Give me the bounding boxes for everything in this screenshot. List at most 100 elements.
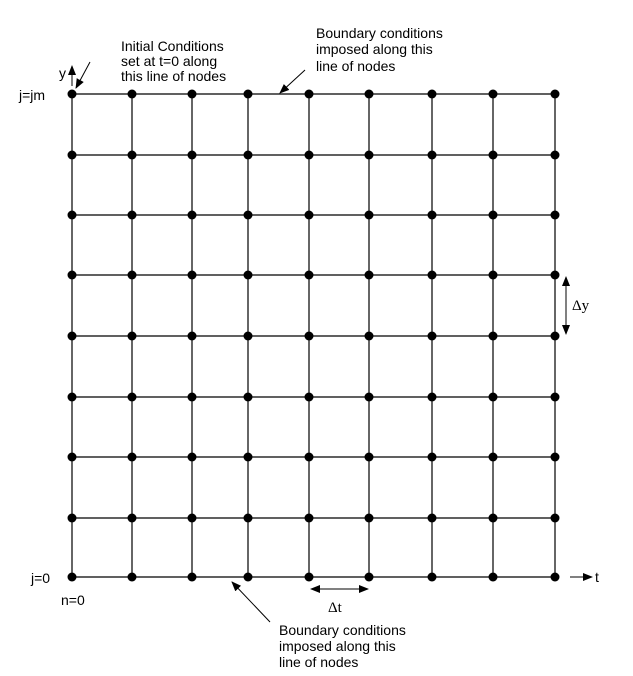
grid-node [304, 150, 314, 160]
grid-node [127, 452, 137, 462]
grid-node [427, 452, 437, 462]
boundary-top-line-3: line of nodes [316, 58, 395, 74]
grid-node [127, 89, 137, 99]
grid-node [67, 392, 77, 402]
grid-node [427, 210, 437, 220]
grid-node [427, 270, 437, 280]
grid-node [550, 270, 560, 280]
delta-y-label: Δy [572, 298, 590, 314]
n-start-label: n=0 [61, 592, 85, 608]
grid-node [427, 392, 437, 402]
grid-node [488, 89, 498, 99]
grid-node [67, 572, 77, 582]
grid-node [427, 572, 437, 582]
grid-node [127, 513, 137, 523]
grid-node [187, 513, 197, 523]
grid-node [304, 89, 314, 99]
grid-node [550, 452, 560, 462]
grid-node [550, 210, 560, 220]
j-bottom-label: j=0 [30, 570, 50, 586]
y-axis-label: y [59, 65, 66, 81]
grid-node [427, 331, 437, 341]
j-top-label: j=jm [18, 87, 45, 103]
grid-node [187, 150, 197, 160]
grid-node [243, 572, 253, 582]
grid-node [187, 89, 197, 99]
boundary-bottom-arrow [231, 581, 271, 623]
initial-conditions-arrow [75, 61, 91, 89]
grid-node [364, 513, 374, 523]
grid-node [127, 210, 137, 220]
t-axis-label: t [595, 569, 599, 585]
grid-node [488, 513, 498, 523]
grid-node [304, 331, 314, 341]
grid-node [127, 331, 137, 341]
grid-node [550, 331, 560, 341]
grid-node [550, 392, 560, 402]
grid-node [243, 270, 253, 280]
grid-node [488, 150, 498, 160]
grid-node [67, 210, 77, 220]
grid-node [364, 392, 374, 402]
grid-nodes [67, 89, 560, 582]
grid-node [550, 572, 560, 582]
grid-node [488, 452, 498, 462]
grid-node [304, 270, 314, 280]
initial-conditions-line-3: this line of nodes [121, 68, 226, 84]
initial-conditions-line-1: Initial Conditions [121, 38, 224, 54]
grid-node [427, 513, 437, 523]
grid-node [550, 89, 560, 99]
grid-node [304, 452, 314, 462]
grid-node [127, 150, 137, 160]
grid-node [304, 392, 314, 402]
grid-node [187, 452, 197, 462]
grid-node [364, 270, 374, 280]
grid-node [243, 210, 253, 220]
grid-node [67, 150, 77, 160]
grid-node [364, 150, 374, 160]
grid-node [304, 572, 314, 582]
grid-node [67, 331, 77, 341]
grid-node [427, 89, 437, 99]
grid-node [67, 270, 77, 280]
grid-node [304, 513, 314, 523]
boundary-top-arrow [279, 69, 306, 94]
grid-node [304, 210, 314, 220]
grid-node [187, 270, 197, 280]
grid-node [243, 452, 253, 462]
initial-conditions-line-2: set at t=0 along [121, 53, 217, 69]
boundary-top-line-1: Boundary conditions [316, 25, 443, 41]
delta-t-label: Δt [328, 600, 343, 616]
grid-node [243, 392, 253, 402]
grid-node [187, 392, 197, 402]
grid-node [243, 89, 253, 99]
grid-node [364, 89, 374, 99]
grid-node [127, 270, 137, 280]
boundary-top-line-2: imposed along this [316, 41, 433, 57]
grid-node [488, 270, 498, 280]
grid-node [364, 331, 374, 341]
grid-node [243, 150, 253, 160]
grid-node [488, 210, 498, 220]
grid-node [187, 572, 197, 582]
grid-node [127, 392, 137, 402]
grid-node [364, 210, 374, 220]
boundary-bottom-line-2: imposed along this [279, 638, 396, 654]
grid-node [127, 572, 137, 582]
grid-node [488, 572, 498, 582]
grid-node [550, 150, 560, 160]
grid-node [187, 210, 197, 220]
boundary-bottom-line-3: line of nodes [279, 654, 358, 670]
grid-node [243, 331, 253, 341]
initial-conditions-annotation: Initial Conditions set at t=0 along this… [75, 38, 226, 89]
grid-node [488, 331, 498, 341]
grid-node [364, 452, 374, 462]
grid-node [364, 572, 374, 582]
boundary-bottom-annotation: Boundary conditions imposed along this l… [231, 581, 406, 670]
grid-node [67, 89, 77, 99]
boundary-bottom-line-1: Boundary conditions [279, 622, 406, 638]
grid-node [488, 392, 498, 402]
grid-lines [71, 93, 556, 578]
grid-node [243, 513, 253, 523]
